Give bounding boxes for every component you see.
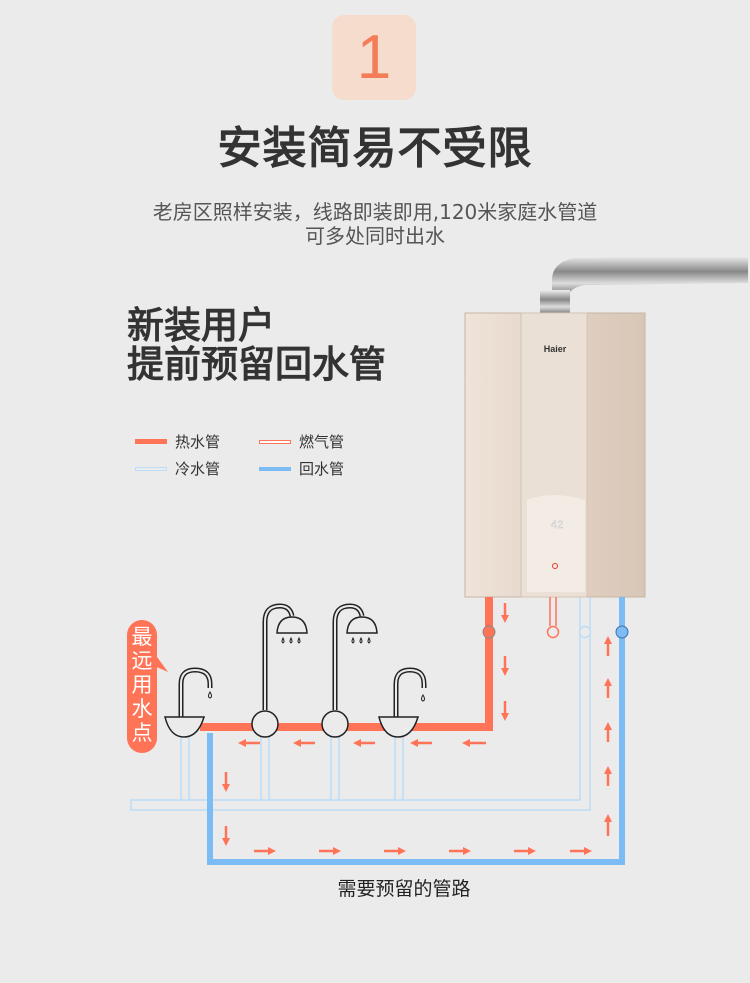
farthest-point-label: 最远用水点 (131, 625, 153, 745)
return-water-pipe (207, 597, 629, 865)
subtitle-line-2: 可多处同时出水 (305, 224, 445, 248)
legend-label: 冷水管 (175, 460, 221, 478)
shower-1 (251, 603, 308, 738)
water-heater: Haier 42 (464, 312, 646, 598)
legend-label: 燃气管 (299, 433, 345, 451)
legend-cold-water: 冷水管 (135, 458, 220, 479)
legend-label: 热水管 (175, 433, 221, 451)
headline-line-2: 提前预留回水管 (127, 343, 386, 386)
legend-hot-water: 热水管 (135, 431, 220, 452)
subtitle-line-1: 老房区照样安装，线路即装即用,120米家庭水管道 (152, 200, 598, 224)
legend-swatch (135, 439, 167, 444)
page-title: 安装简易不受限 (217, 123, 533, 174)
headline-line-1: 新装用户 (127, 304, 275, 347)
caption: 需要预留的管路 (337, 878, 471, 900)
legend-return-water: 回水管 (259, 458, 344, 479)
gas-pipe (546, 597, 560, 639)
legend-swatch (259, 466, 291, 471)
flow-arrows (221, 603, 613, 856)
flue-pipe (540, 256, 748, 314)
shower-2 (321, 603, 378, 738)
legend-label: 回水管 (299, 460, 345, 478)
farthest-point-callout (127, 620, 168, 753)
temperature-display: 42 (550, 520, 563, 532)
cold-water-pipe (130, 597, 592, 811)
sink-faucet-2 (378, 667, 427, 738)
legend-swatch (259, 439, 291, 444)
step-number-badge: 1 (332, 15, 416, 100)
brand-logo: Haier (544, 344, 567, 354)
hot-water-pipe (200, 597, 496, 731)
power-icon (552, 563, 558, 569)
sink-faucet-1 (164, 667, 213, 738)
legend-swatch (135, 466, 167, 471)
step-number: 1 (356, 23, 392, 92)
legend-gas: 燃气管 (259, 431, 344, 452)
